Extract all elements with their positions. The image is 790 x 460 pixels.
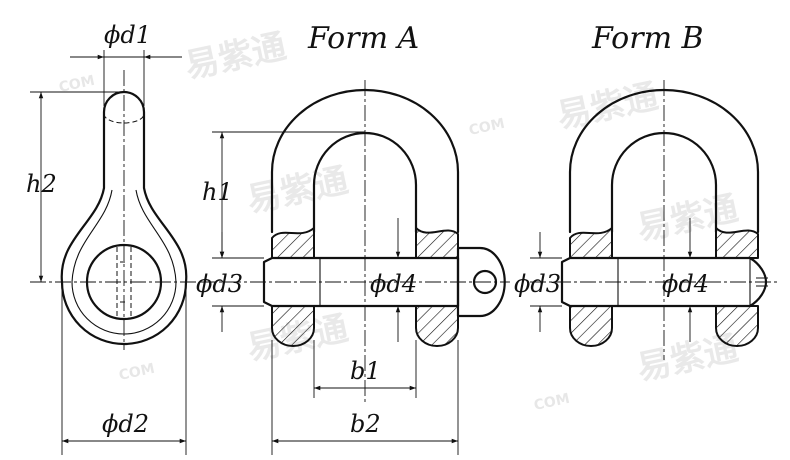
side-view-eye-outline xyxy=(60,90,188,346)
side-view-pin-hole xyxy=(85,243,163,321)
form-b-title: Form B xyxy=(591,21,704,56)
watermark-domain: COM xyxy=(58,73,97,96)
b2-label: b2 xyxy=(350,410,381,438)
form-a-pin-eye xyxy=(456,246,506,318)
watermark-domain: COM xyxy=(118,361,157,384)
form-b-section-upper-right xyxy=(715,227,759,259)
form-a-bow-outer xyxy=(270,88,460,234)
side-view-hidden-arc xyxy=(103,113,145,124)
d3-b-label: ϕd3 xyxy=(514,270,561,298)
watermark-logo: 易紫通 xyxy=(182,26,290,86)
d3-a-label: ϕd3 xyxy=(196,270,243,298)
form-a-section-lower-left xyxy=(271,305,315,347)
watermark-domain: COM xyxy=(533,391,572,414)
d4-b-label: ϕd4 xyxy=(662,270,709,298)
form-b-section-lower-right xyxy=(715,305,759,347)
form-b-section-upper-left xyxy=(569,227,613,259)
form-a-view: Form A h1 ϕd3 ϕd4 xyxy=(196,21,510,455)
form-b-view: Form B ϕd3 ϕd4 xyxy=(514,21,780,360)
side-view: ϕd1 h2 ϕd2 xyxy=(26,21,205,455)
form-a-section-upper-left xyxy=(271,227,315,259)
form-b-pin-slot xyxy=(756,277,768,287)
d1-label: ϕd1 xyxy=(104,21,151,49)
form-b-bow-inner xyxy=(610,131,718,234)
watermark: 易紫通 易紫通 易紫通 易紫通 易紫通 易紫通 COM COM COM COM xyxy=(58,26,742,413)
side-view-inner-contour xyxy=(71,189,177,335)
form-a-section-lower-right xyxy=(415,305,459,347)
form-a-title: Form A xyxy=(307,21,419,56)
b1-label: b1 xyxy=(350,357,381,385)
form-a-pin-eye-hole xyxy=(472,269,498,295)
watermark-domain: COM xyxy=(468,116,507,139)
form-b-section-lower-left xyxy=(569,305,613,347)
watermark-logo: 易紫通 xyxy=(244,160,352,220)
form-a-section-upper-right xyxy=(415,227,459,259)
d4-a-label: ϕd4 xyxy=(370,270,417,298)
h2-label: h2 xyxy=(26,170,57,198)
d2-label: ϕd2 xyxy=(102,410,149,438)
form-b-bow-outer xyxy=(568,88,760,234)
form-a-bow-inner xyxy=(312,131,418,234)
h1-label: h1 xyxy=(202,178,233,206)
